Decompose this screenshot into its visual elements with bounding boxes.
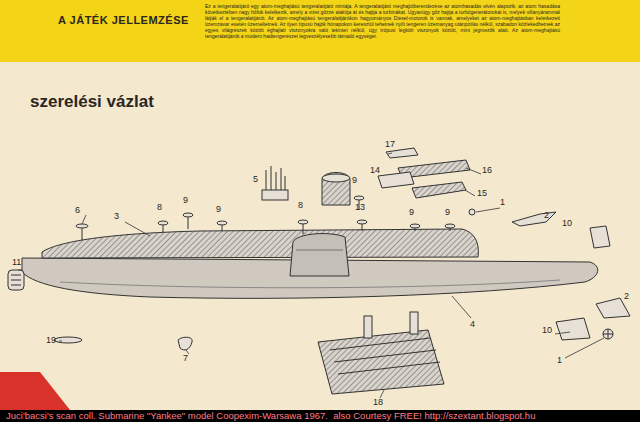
- drawing-part: [60, 280, 560, 288]
- callout-number: 9: [216, 205, 221, 214]
- drawing-part: [262, 166, 288, 200]
- drawing-part: [410, 312, 418, 334]
- drawing-part: [556, 318, 590, 340]
- drawing-part: [125, 222, 150, 236]
- drawing-part: [262, 190, 288, 200]
- callout-number: 1: [500, 198, 505, 207]
- drawing-part: [452, 296, 471, 318]
- callout-number: 2: [624, 292, 629, 301]
- drawing-part: [76, 224, 88, 228]
- drawing-part: [380, 390, 384, 398]
- drawing-part: [0, 410, 640, 422]
- drawing-part: [412, 182, 466, 198]
- drawing-part: [565, 338, 604, 358]
- callout-number: 5: [253, 175, 258, 184]
- drawing-part: [555, 332, 570, 334]
- callout-number: 9: [183, 196, 188, 205]
- drawing-part: [512, 212, 556, 226]
- callout-number: 17: [385, 140, 395, 149]
- drawing-part: [357, 220, 367, 224]
- callout-number: 15: [477, 189, 487, 198]
- drawing-part: [222, 225, 223, 231]
- drawing-part: [158, 221, 168, 225]
- callout-number: 4: [470, 320, 475, 329]
- caption-text: Juci'bacsi's scan coll. Submarine "Yanke…: [6, 411, 535, 421]
- drawing-part: [590, 226, 610, 248]
- drawing-part: [290, 234, 349, 276]
- drawing-part: [476, 208, 500, 212]
- callout-number: 19: [46, 336, 56, 345]
- callout-number: 13: [355, 203, 365, 212]
- drawing-part: [466, 168, 481, 174]
- drawing-part: [318, 330, 444, 394]
- callout-number: 8: [298, 201, 303, 210]
- drawing-part: [217, 221, 227, 225]
- drawing-part: [82, 215, 86, 224]
- drawing-part: [445, 224, 455, 228]
- drawing-part: [188, 217, 189, 229]
- drawing-part: [450, 228, 451, 231]
- drawing-part: [8, 148, 630, 398]
- drawing-part: [354, 196, 364, 200]
- drawing-part: [11, 275, 21, 285]
- drawing-part: [465, 190, 475, 196]
- drawing-heading: szerelési vázlat: [30, 93, 154, 110]
- drawing-part: [18, 270, 22, 271]
- drawing-part: [596, 298, 630, 318]
- drawing-part: [59, 341, 62, 342]
- drawing-part: [0, 372, 70, 410]
- drawing-part: [76, 196, 455, 240]
- drawing-part: [469, 209, 475, 215]
- drawing-part: [298, 220, 308, 224]
- callout-number: 16: [482, 166, 492, 175]
- callout-number: 18: [373, 398, 383, 407]
- drawing-part: [415, 228, 416, 231]
- callout-number: 11: [12, 258, 21, 267]
- drawing-part: [18, 153, 604, 398]
- drawing-part: [386, 148, 418, 158]
- drawing-part: [54, 337, 82, 343]
- drawing-part: [410, 224, 420, 228]
- drawing-part: [8, 270, 24, 290]
- drawing-part: [42, 229, 478, 258]
- callout-number: 3: [114, 212, 119, 221]
- drawing-part: [603, 329, 613, 339]
- callout-number: 10: [562, 219, 572, 228]
- drawing-part: [82, 228, 83, 240]
- drawing-part: [362, 224, 363, 231]
- callout-number: 2: [544, 211, 549, 220]
- drawing-part: [0, 0, 640, 62]
- callout-number: 14: [370, 166, 380, 175]
- drawing-part: [163, 225, 164, 232]
- callout-number: 6: [75, 206, 80, 215]
- callout-number: 9: [445, 208, 450, 217]
- callout-number: 10: [542, 326, 552, 335]
- callout-number: 7: [183, 354, 188, 363]
- callout-number: 8: [157, 203, 162, 212]
- callout-number: 9: [409, 208, 414, 217]
- drawing-part: [296, 250, 343, 251]
- drawing-part: [322, 173, 350, 206]
- drawing-part: [603, 329, 613, 339]
- callout-number: 1: [557, 356, 562, 365]
- drawing-part: [378, 172, 414, 188]
- drawing-part: [178, 337, 192, 350]
- drawing-part: [388, 153, 392, 154]
- drawing-part: [183, 213, 193, 217]
- section-heading: A JÁTÉK JELLEMZÉSE: [58, 15, 189, 26]
- drawing-part: [266, 166, 285, 190]
- drawing-part: [303, 224, 304, 234]
- drawing-part: [330, 338, 440, 374]
- description-text: Ez a tengeralattjáró egy atom-meghajtású…: [205, 3, 560, 39]
- drawing-part: [364, 316, 372, 338]
- drawing-part: [322, 174, 350, 182]
- callout-number: 9: [352, 176, 357, 185]
